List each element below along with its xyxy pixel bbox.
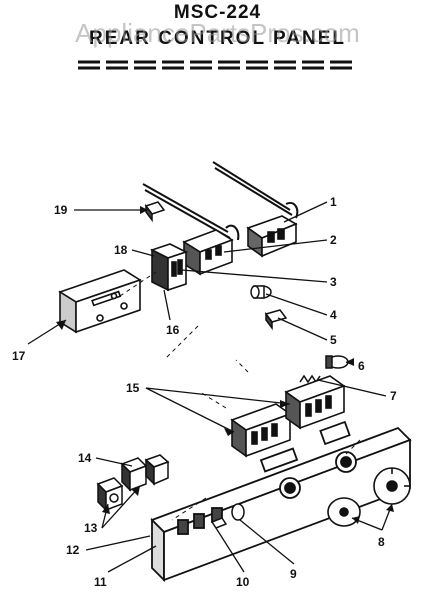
assembly-dash-lines bbox=[119, 271, 361, 521]
callout-17: 17 bbox=[12, 349, 26, 363]
part-4-bulb-socket bbox=[250, 285, 272, 299]
callout-14: 14 bbox=[78, 451, 92, 465]
callout-2: 2 bbox=[330, 233, 337, 247]
page-title: MSC-224 bbox=[173, 2, 262, 23]
page-subtitle: REAR CONTROL PANEL bbox=[89, 28, 346, 49]
callout-9: 9 bbox=[290, 567, 297, 581]
part-5-connector bbox=[264, 309, 288, 331]
callout-18: 18 bbox=[114, 243, 128, 257]
callout-11: 11 bbox=[94, 575, 107, 589]
part-8-knob-lower bbox=[327, 497, 361, 527]
callout-8: 8 bbox=[378, 535, 385, 549]
part-11-control-panel bbox=[150, 420, 412, 583]
part-9-bezel bbox=[231, 503, 245, 521]
callout-6: 6 bbox=[358, 359, 365, 373]
callout-13: 13 bbox=[84, 521, 98, 535]
part-15-switch-assembly-left bbox=[230, 403, 292, 458]
callout-4: 4 bbox=[330, 308, 337, 322]
part-13-switch bbox=[96, 477, 124, 512]
watermark: AppliancePartsPros.com bbox=[75, 18, 360, 48]
part-1-relay bbox=[246, 215, 298, 258]
callout-7: 7 bbox=[390, 389, 397, 403]
callout-12: 12 bbox=[66, 543, 80, 557]
callout-labels: 1 2 3 4 5 6 7 8 9 10 11 12 13 14 15 16 1… bbox=[12, 195, 397, 589]
arrowheads bbox=[56, 206, 394, 524]
callout-3: 3 bbox=[330, 275, 337, 289]
callout-19: 19 bbox=[54, 203, 68, 217]
part-10-clip bbox=[210, 517, 228, 529]
callout-10: 10 bbox=[236, 575, 250, 589]
callout-5: 5 bbox=[330, 333, 337, 347]
header: MSC-224 REAR CONTROL PANEL AppliancePart… bbox=[0, 0, 435, 72]
callout-16: 16 bbox=[166, 323, 180, 337]
callout-15: 15 bbox=[126, 381, 140, 395]
callout-1: 1 bbox=[330, 195, 337, 209]
part-17-end-housing bbox=[58, 269, 142, 334]
part-8-knob-upper bbox=[373, 467, 411, 505]
part-16-switch-block bbox=[149, 243, 189, 292]
part-14-switch bbox=[120, 454, 170, 492]
part-6-bulb bbox=[325, 355, 349, 369]
title-underline bbox=[78, 60, 352, 70]
part-19-clip bbox=[144, 201, 166, 223]
